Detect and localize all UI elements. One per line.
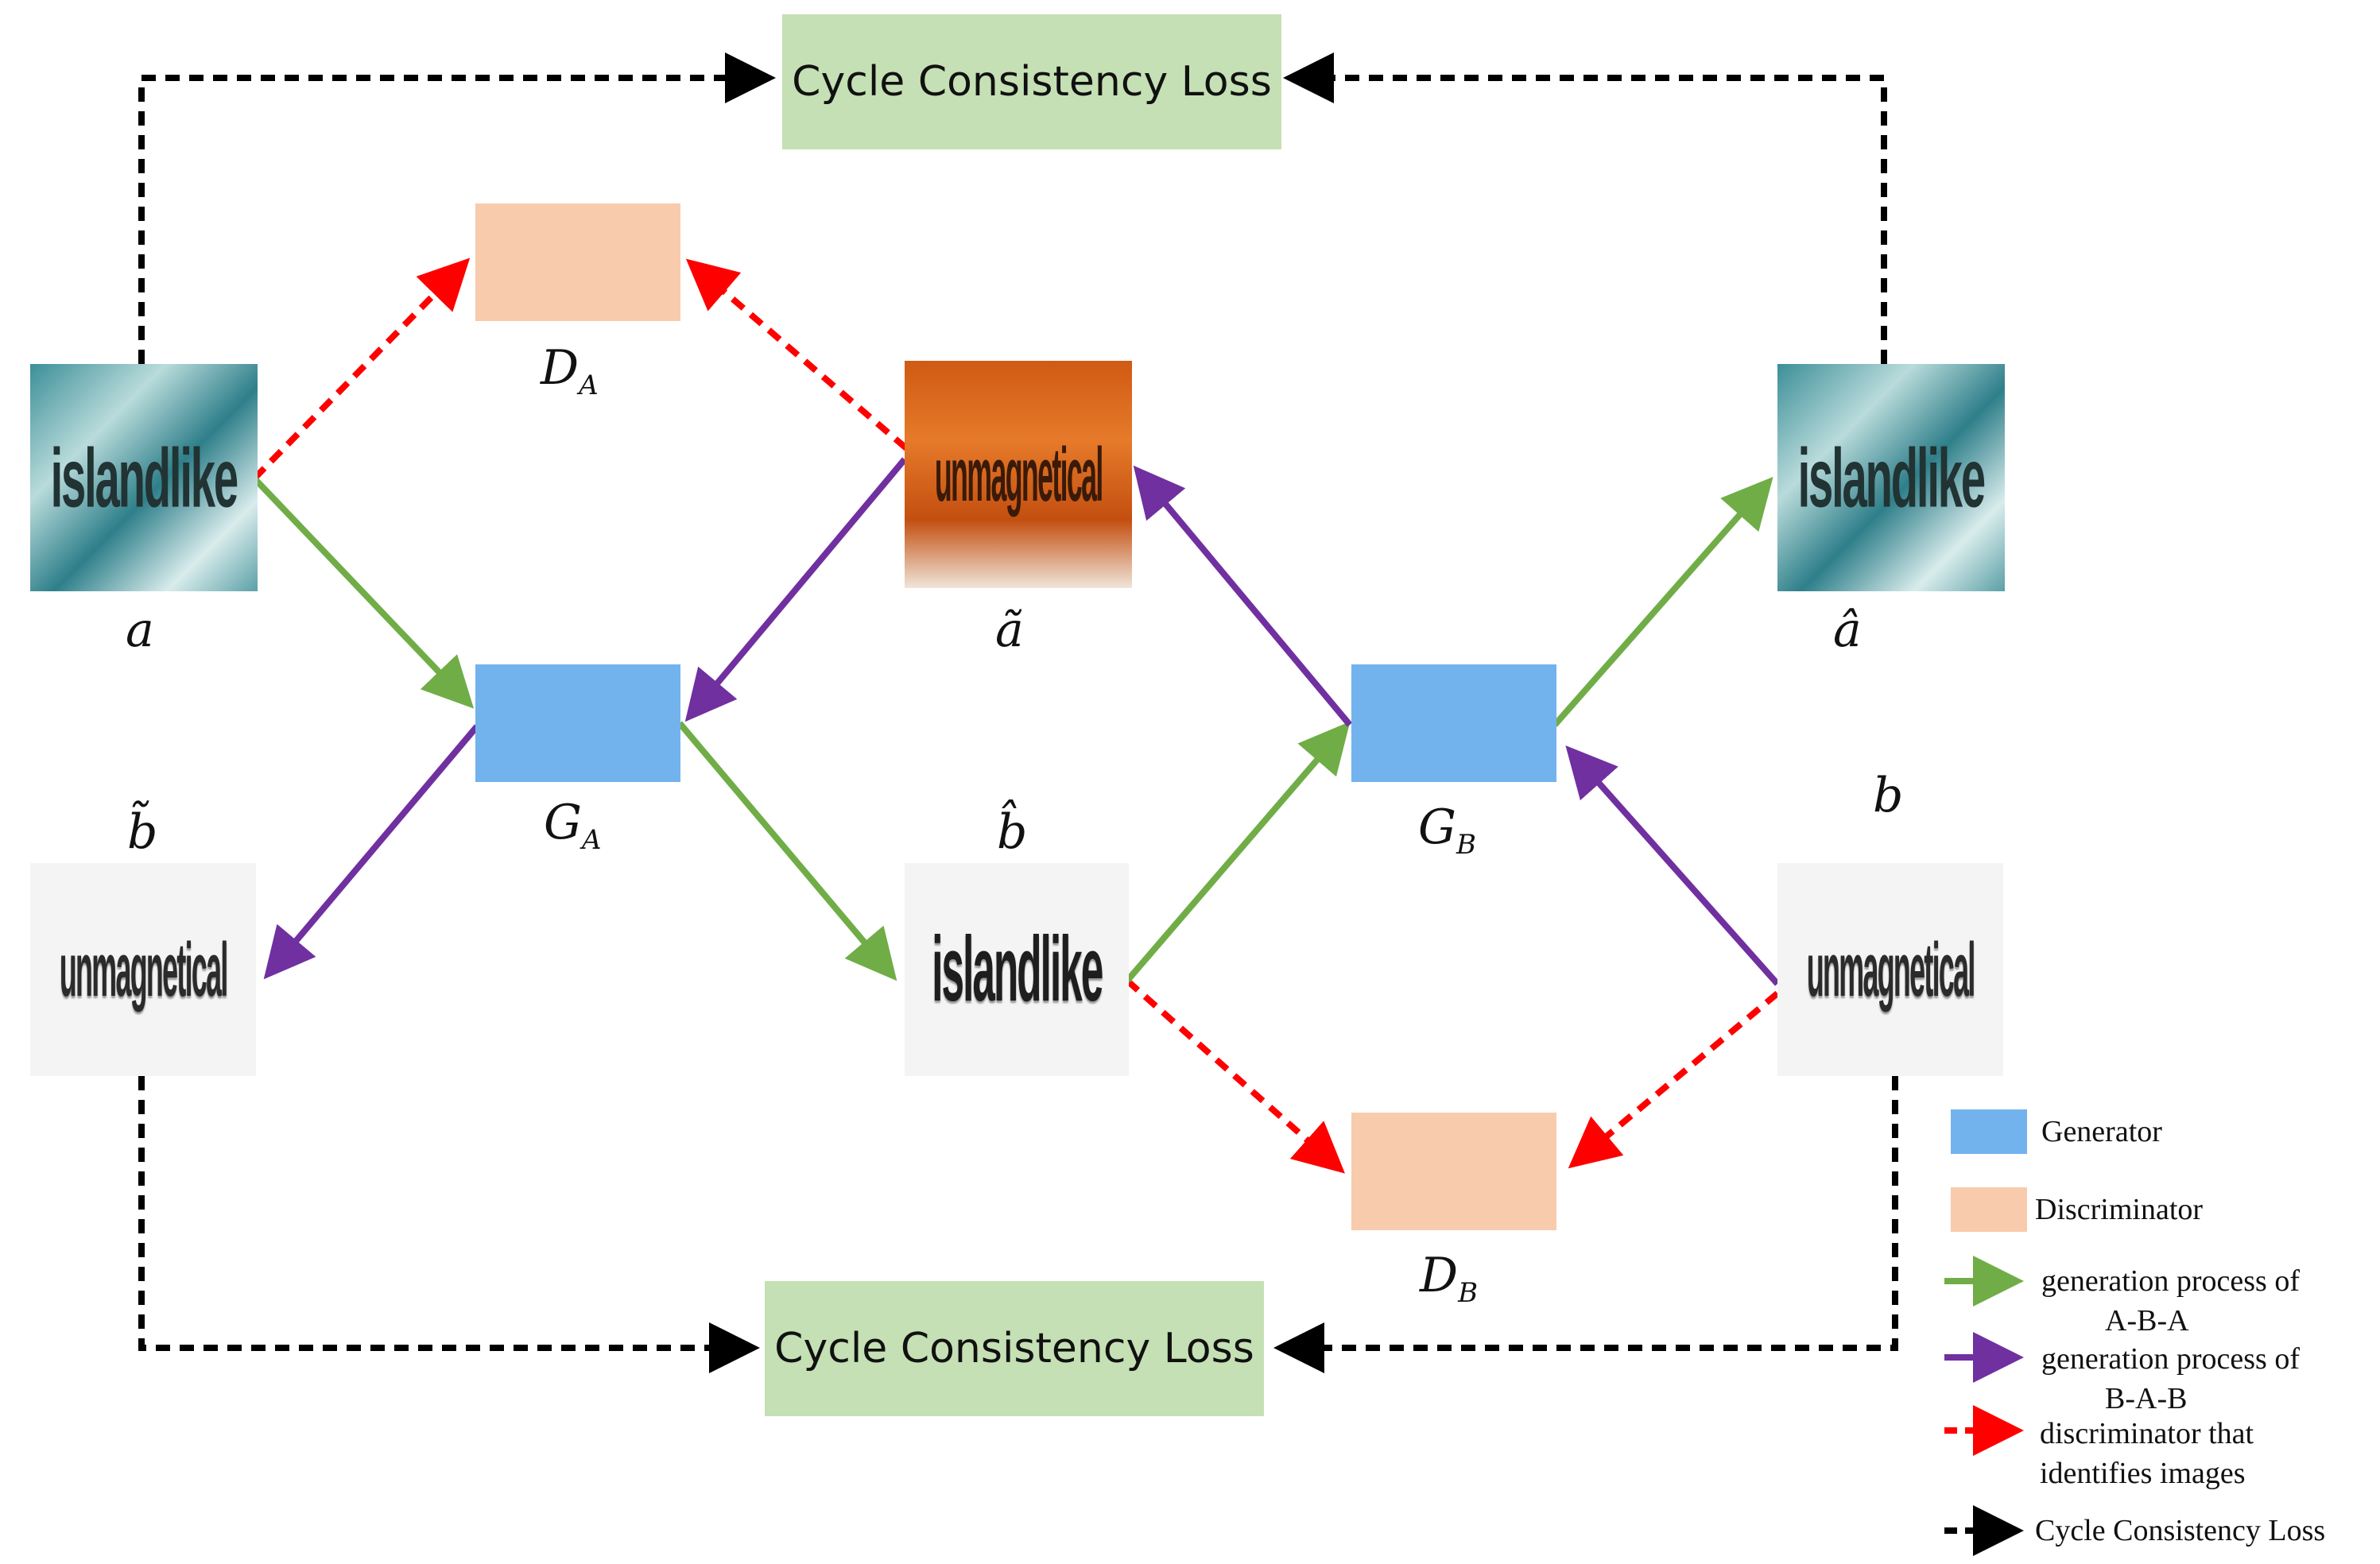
cycle-loss-bottom-box: Cycle Consistency Loss: [765, 1281, 1264, 1416]
image-b: unmagnetical: [1777, 863, 2003, 1076]
legend-generator-swatch: [1951, 1109, 2027, 1154]
top-left-loss-arrow: [138, 52, 776, 364]
label-d-a: DA: [541, 340, 599, 401]
generator-a-box: [475, 664, 680, 782]
image-a-word: islandlike: [50, 429, 239, 525]
atilde-to-ga-arrow: [684, 457, 908, 722]
legend-generator-label: Generator: [2041, 1115, 2162, 1148]
legend-red-label-1: discriminator that: [2040, 1417, 2254, 1450]
discriminator-a-box: [475, 203, 680, 321]
cycle-loss-top-label: Cycle Consistency Loss: [792, 58, 1272, 106]
label-d-a-sub: A: [579, 370, 599, 401]
image-a-hat-word: islandlike: [1797, 429, 1987, 525]
image-b-tilde-word: unmagnetical: [59, 927, 229, 1012]
image-b-hat: islandlike: [905, 863, 1129, 1076]
ga-to-btilde-arrow: [263, 724, 480, 980]
label-g-b-sub: B: [1456, 829, 1476, 861]
label-g-a-sub: A: [581, 824, 602, 856]
legend-green-label-2: A-B-A: [2105, 1304, 2189, 1338]
cycle-loss-bottom-label: Cycle Consistency Loss: [774, 1325, 1254, 1372]
image-b-word: unmagnetical: [1806, 927, 1976, 1012]
label-g-b: GB: [1418, 799, 1476, 861]
image-a-hat: islandlike: [1777, 364, 2005, 591]
image-a-tilde: unmagnetical: [905, 361, 1132, 588]
legend-purple-label-2: B-A-B: [2105, 1382, 2188, 1415]
a-to-da-arrow: [252, 257, 471, 481]
label-a-tilde: ã: [995, 602, 1024, 658]
top-right-loss-arrow: [1283, 52, 1887, 364]
legend-purple-label-1: generation process of: [2041, 1342, 2300, 1376]
ga-to-bhat-arrow: [676, 721, 897, 981]
label-d-b-main: D: [1420, 1248, 1459, 1303]
image-a-tilde-word: unmagnetical: [934, 432, 1104, 517]
bottom-right-loss-arrow: [1273, 1076, 1898, 1373]
image-b-hat-word: islandlike: [931, 917, 1103, 1020]
image-b-tilde: unmagnetical: [30, 863, 256, 1076]
cycle-loss-top-box: Cycle Consistency Loss: [782, 14, 1281, 149]
b-to-db-arrow: [1568, 990, 1780, 1169]
bhat-to-gb-arrow: [1124, 721, 1351, 983]
gb-to-ahat-arrow: [1552, 476, 1773, 727]
label-g-a: GA: [544, 795, 602, 856]
bottom-left-loss-arrow: [138, 1076, 760, 1373]
legend-discriminator-swatch: [1951, 1187, 2027, 1232]
label-d-b: DB: [1420, 1248, 1478, 1309]
legend-discriminator-label: Discriminator: [2035, 1193, 2204, 1226]
label-b: b: [1873, 768, 1904, 823]
legend-green-label-1: generation process of: [2041, 1264, 2300, 1298]
label-b-hat: b̂: [997, 804, 1028, 860]
legend-red-label-2: identifies images: [2040, 1457, 2246, 1490]
label-d-a-main: D: [541, 340, 579, 396]
bhat-to-db-arrow: [1125, 978, 1345, 1174]
gb-to-atilde-arrow: [1133, 465, 1353, 727]
generator-b-box: [1351, 664, 1556, 782]
a-to-ga-arrow: [252, 476, 475, 709]
label-a: a: [126, 602, 154, 658]
label-d-b-sub: B: [1458, 1277, 1479, 1309]
label-g-a-main: G: [544, 795, 582, 850]
label-g-b-main: G: [1418, 799, 1456, 855]
b-to-gb-arrow: [1565, 745, 1780, 986]
image-a: islandlike: [30, 364, 258, 591]
label-b-tilde: b̃: [127, 804, 158, 860]
legend-black-label: Cycle Consistency Loss: [2035, 1514, 2326, 1547]
label-a-hat: â: [1833, 602, 1862, 658]
atilde-to-da-arrow: [685, 258, 909, 451]
discriminator-b-box: [1351, 1113, 1556, 1230]
